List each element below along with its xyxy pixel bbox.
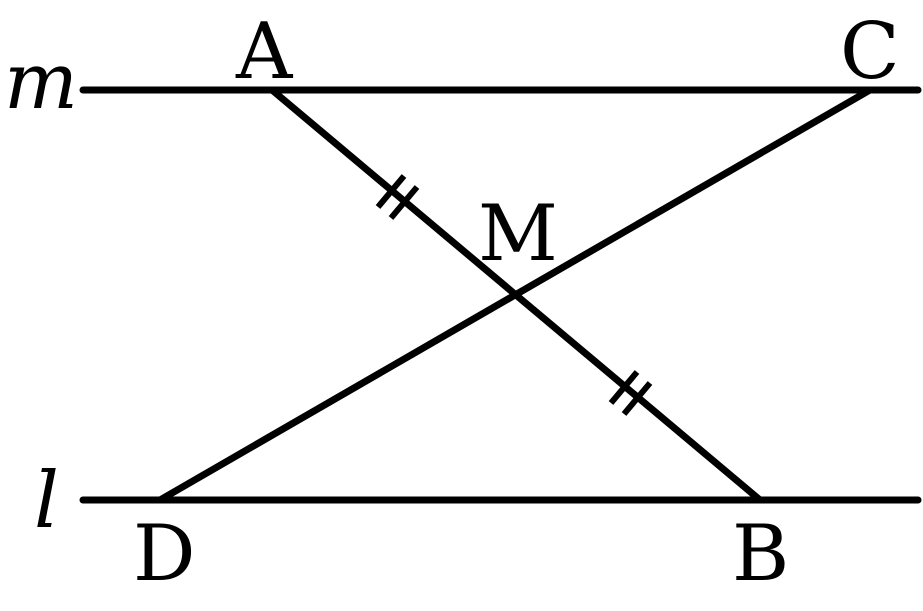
tick-marks-AM — [375, 174, 420, 220]
point-C-label: C — [840, 7, 900, 97]
line-l-label: l — [34, 456, 59, 546]
line-m-label: m — [4, 37, 78, 127]
point-A-label: A — [235, 7, 294, 97]
tick-marks-MB — [608, 370, 653, 416]
point-B-label: B — [732, 509, 789, 599]
point-M-label: M — [478, 189, 558, 279]
point-D-label: D — [133, 509, 196, 599]
segment-CD — [156, 86, 874, 504]
